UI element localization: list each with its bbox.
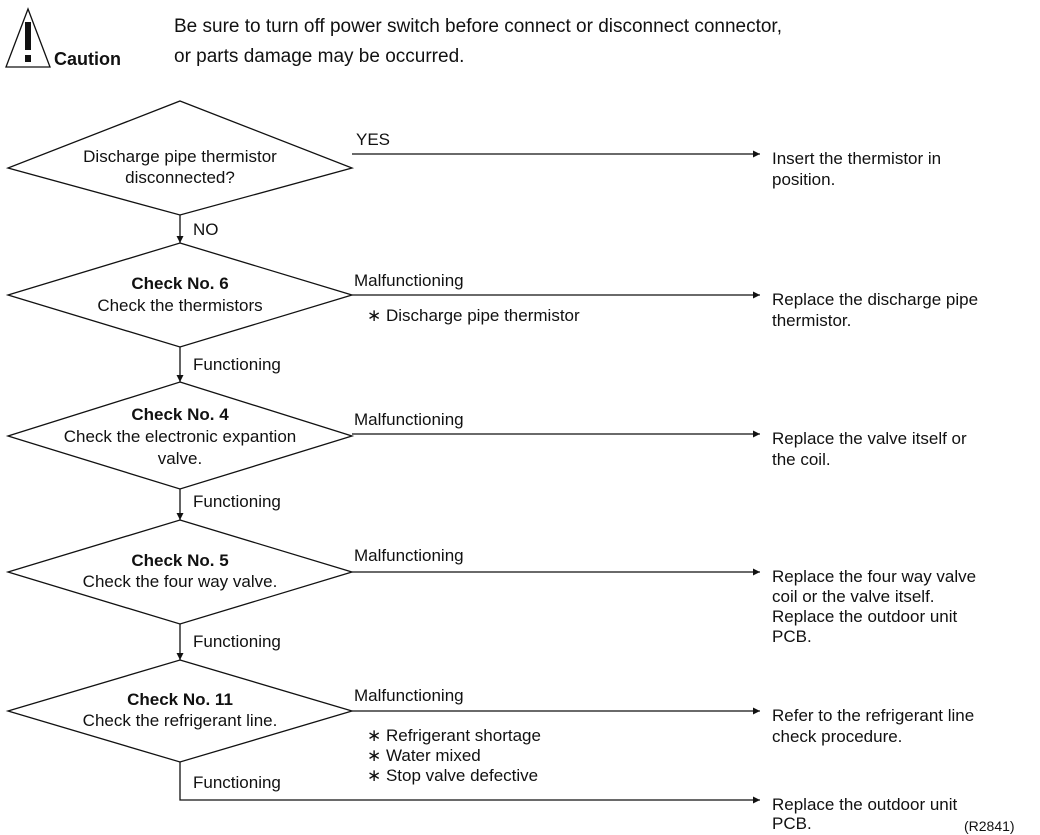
caution-text-line-1: Be sure to turn off power switch before … (174, 16, 782, 37)
decision-diamond-check-6 (5, 242, 355, 348)
result-3-line-2: the coil. (772, 450, 831, 469)
figure-reference: (R2841) (964, 818, 1015, 834)
decision-4-check: Check No. 5 (131, 551, 228, 570)
label-malfunctioning-1: Malfunctioning (354, 271, 464, 290)
decision-5-check: Check No. 11 (127, 690, 233, 709)
decision-1-text-2: disconnected? (125, 168, 235, 187)
note-stop-valve-defective: ∗ Stop valve defective (367, 766, 538, 785)
result-6-line-2: PCB. (772, 814, 812, 833)
result-5-line-2: check procedure. (772, 727, 902, 746)
decision-2-check: Check No. 6 (131, 274, 228, 293)
caution-icon (5, 7, 51, 68)
caution-label: Caution (54, 49, 121, 69)
label-functioning-2: Functioning (193, 492, 281, 511)
decision-3-text-1: Check the electronic expantion (64, 427, 296, 446)
label-malfunctioning-4: Malfunctioning (354, 686, 464, 705)
note-discharge-pipe-thermistor: ∗ Discharge pipe thermistor (367, 306, 580, 325)
result-2-line-2: thermistor. (772, 311, 851, 330)
decision-5-text-1: Check the refrigerant line. (83, 711, 278, 730)
result-2-line-1: Replace the discharge pipe (772, 290, 978, 309)
label-yes: YES (356, 130, 390, 149)
result-4-line-3: Replace the outdoor unit (772, 607, 958, 626)
caution-text-line-2: or parts damage may be occurred. (174, 46, 464, 67)
decision-4-text-1: Check the four way valve. (83, 572, 278, 591)
result-5-line-1: Refer to the refrigerant line (772, 706, 974, 725)
decision-3-check: Check No. 4 (131, 405, 229, 424)
result-1-line-2: position. (772, 170, 835, 189)
result-6-line-1: Replace the outdoor unit (772, 795, 958, 814)
label-malfunctioning-2: Malfunctioning (354, 410, 464, 429)
label-functioning-4: Functioning (193, 773, 281, 792)
label-no: NO (193, 220, 219, 239)
decision-2-text-1: Check the thermistors (97, 296, 262, 315)
arrow-functioning-4 (179, 762, 760, 804)
label-functioning-1: Functioning (193, 355, 281, 374)
label-functioning-3: Functioning (193, 632, 281, 651)
decision-3-text-2: valve. (158, 449, 202, 468)
result-4-line-1: Replace the four way valve (772, 567, 976, 586)
result-3-line-1: Replace the valve itself or (772, 429, 967, 448)
note-refrigerant-shortage: ∗ Refrigerant shortage (367, 726, 541, 745)
result-4-line-2: coil or the valve itself. (772, 587, 935, 606)
label-malfunctioning-3: Malfunctioning (354, 546, 464, 565)
decision-1-text-1: Discharge pipe thermistor (83, 147, 277, 166)
note-water-mixed: ∗ Water mixed (367, 746, 481, 765)
result-1-line-1: Insert the thermistor in (772, 149, 941, 168)
result-4-line-4: PCB. (772, 627, 812, 646)
